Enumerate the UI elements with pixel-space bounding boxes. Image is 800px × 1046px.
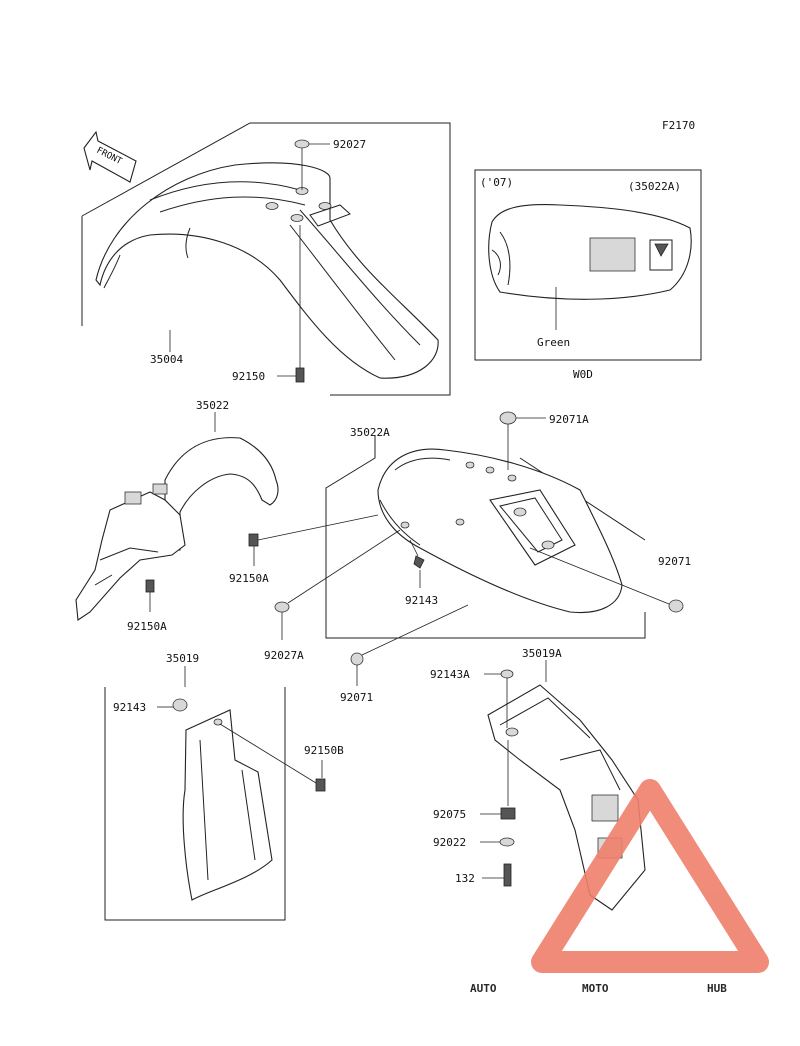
front-arrow-icon: FRONT	[83, 130, 137, 183]
watermark-logo: AUTO MOTO HUB	[470, 779, 769, 995]
washer-92022	[499, 837, 515, 847]
damper-92075	[500, 807, 516, 820]
front-fender-group: 92027 35004 92150	[81, 122, 451, 396]
callout-92143-mid: 92143	[405, 594, 438, 607]
watermark-hub: HUB	[707, 982, 727, 995]
callout-92022: 92022	[433, 836, 466, 849]
bracket-group: 35019A 92143A 92075 92022 132	[430, 647, 646, 911]
callout-35022A: 35022A	[350, 426, 390, 439]
inset-decal	[589, 237, 636, 272]
watermark-auto: AUTO	[470, 982, 497, 995]
bolt-92150B	[315, 778, 326, 792]
callout-92071A: 92071A	[549, 413, 589, 426]
rear-fender-group: 35022A 92071A 92150A 92143 92071 92027A …	[229, 411, 691, 704]
bolt-92150A-left	[145, 579, 155, 593]
callout-92150A-left: 92150A	[127, 620, 167, 633]
inset-frame	[474, 169, 702, 361]
washer-92027	[294, 139, 310, 149]
callout-92027A: 92027A	[264, 649, 304, 662]
callout-92075: 92075	[433, 808, 466, 821]
callout-92150: 92150	[232, 370, 265, 383]
clip-92143A	[500, 669, 514, 679]
inset-part-ref: (35022A)	[628, 180, 681, 193]
grommet-92071-low	[350, 652, 364, 666]
inset-year: ('07)	[480, 176, 513, 189]
callout-35022: 35022	[196, 399, 229, 412]
callout-35019A: 35019A	[522, 647, 562, 660]
callout-92027: 92027	[333, 138, 366, 151]
callout-35004: 35004	[150, 353, 183, 366]
inner-fender-35022	[164, 437, 279, 551]
grommet-92071-right	[668, 599, 684, 613]
callout-92143-left: 92143	[113, 701, 146, 714]
watermark-moto: MOTO	[582, 982, 609, 995]
bolt-92150	[295, 367, 305, 383]
callout-92071-right: 92071	[658, 555, 691, 568]
nut-92143-left	[172, 698, 188, 712]
callout-92150A-mid: 92150A	[229, 572, 269, 585]
bolt-132	[503, 863, 512, 887]
callout-92143A: 92143A	[430, 668, 470, 681]
mud-flap-group: 35019 92143 92150B	[104, 652, 344, 921]
rear-fender-35022A	[377, 448, 623, 614]
inset-color-note: Green	[537, 336, 570, 349]
washer-92027A	[274, 601, 290, 613]
inset-07: ('07) (35022A) Green W0D	[474, 169, 702, 381]
mud-flap-35019	[182, 709, 273, 901]
inset-caption: W0D	[573, 368, 593, 381]
callout-132: 132	[455, 872, 475, 885]
front-fender	[95, 162, 439, 379]
inner-fender-lower	[75, 491, 186, 621]
inner-fender-group: 35022 92150A	[75, 399, 279, 633]
clip-92143-mid	[413, 555, 425, 569]
grommet-92071A	[499, 411, 517, 425]
bolt-92150A-mid	[248, 533, 259, 547]
page-code: F2170	[662, 119, 695, 132]
callout-35019: 35019	[166, 652, 199, 665]
warning-triangle-icon	[531, 779, 769, 973]
callout-92150B: 92150B	[304, 744, 344, 757]
callout-92071-low: 92071	[340, 691, 373, 704]
